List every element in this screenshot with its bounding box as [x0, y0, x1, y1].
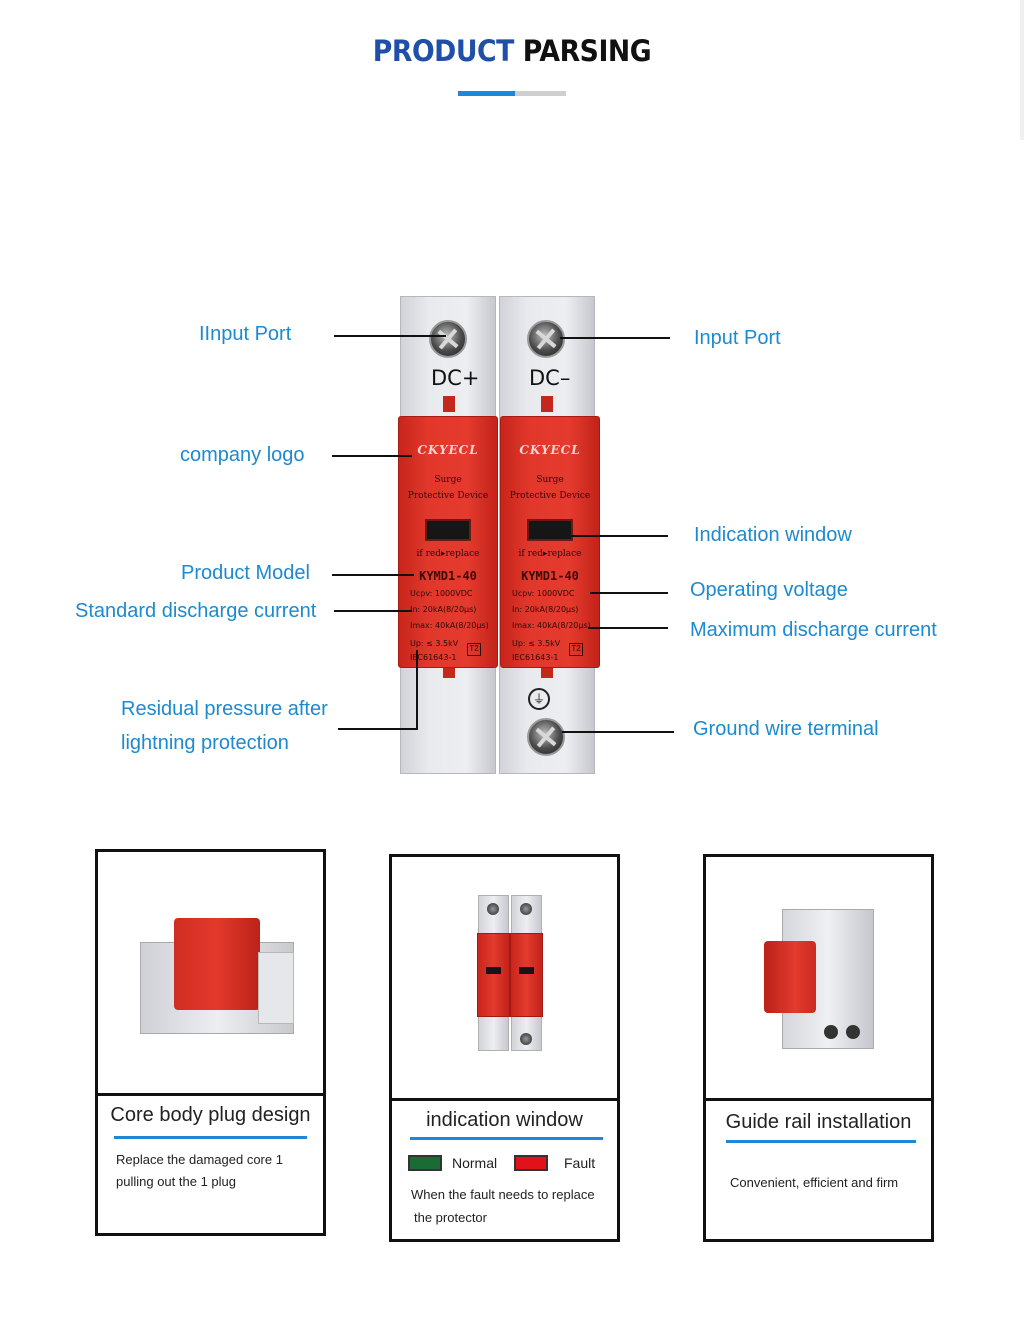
callout-ground-terminal: Ground wire terminal — [693, 718, 879, 740]
spec-standard: IEC61643-1 — [512, 653, 559, 662]
screw-icon — [487, 903, 499, 915]
feature-card-rail-installation: Guide rail installation Convenient, effi… — [703, 854, 934, 1242]
leader-line-vertical — [416, 650, 418, 730]
page-title: PRODUCT PARSING — [41, 34, 983, 68]
red-plug-core — [764, 941, 816, 1013]
screw-icon — [429, 320, 467, 358]
title-parsing: PARSING — [522, 34, 652, 68]
plug-core-right: CKYECL Surge Protective Device if red▸re… — [500, 416, 600, 668]
mount-hole — [824, 1025, 838, 1039]
spec-up: Up: ≤ 3.5kV — [512, 639, 561, 648]
surge-protector-device: DC+ DC– CKYECL Surge Protective Device i… — [398, 296, 600, 774]
mini-device — [477, 895, 543, 1051]
callout-operating-voltage: Operating voltage — [690, 579, 848, 601]
leader-line — [338, 728, 418, 730]
card-image — [98, 852, 323, 1096]
model-number: KYMD1-40 — [419, 569, 477, 583]
card-title-underline — [114, 1136, 307, 1139]
title-underline-accent — [458, 91, 515, 96]
title-underline — [458, 91, 566, 96]
spec-up: Up: ≤ 3.5kV — [410, 639, 459, 648]
callout-company-logo: company logo — [180, 444, 305, 466]
callout-indication-window: Indication window — [694, 524, 852, 546]
mini-window — [519, 967, 534, 974]
replace-hint: if red▸replace — [416, 549, 480, 559]
leader-line — [334, 610, 412, 612]
callout-residual-line1: Residual pressure after — [121, 698, 328, 720]
model-number: KYMD1-40 — [521, 569, 579, 583]
leader-line — [570, 535, 668, 537]
card-title: indication window — [426, 1109, 583, 1131]
leader-line — [560, 337, 670, 339]
spec-in: In: 20kA(8/20μs) — [410, 605, 477, 614]
screw-icon — [520, 903, 532, 915]
edge-shadow — [1020, 0, 1024, 140]
device-side — [258, 952, 294, 1024]
card-text-line2: pulling out the 1 plug — [116, 1174, 236, 1189]
mini-window — [486, 967, 501, 974]
mount-hole — [846, 1025, 860, 1039]
callout-input-port-right: Input Port — [694, 327, 781, 349]
replace-hint: if red▸replace — [518, 549, 582, 559]
type-badge: T2 — [467, 643, 481, 656]
card-title-underline — [726, 1140, 916, 1143]
feature-card-plug-design: Core body plug design Replace the damage… — [95, 849, 326, 1236]
leader-line — [332, 574, 414, 576]
type-badge: T2 — [569, 643, 583, 656]
normal-swatch — [408, 1155, 442, 1171]
legend-normal-label: Normal — [452, 1155, 498, 1171]
spec-standard: IEC61643-1 — [410, 653, 457, 662]
spec-in: In: 20kA(8/20μs) — [512, 605, 579, 614]
card-title-underline — [410, 1137, 603, 1140]
terminal-label-dc-plus: DC+ — [431, 366, 480, 390]
card-text-line2: the protector — [414, 1210, 487, 1225]
card-text-line1: Replace the damaged core 1 — [116, 1152, 283, 1167]
card-text-line1: Convenient, efficient and firm — [730, 1175, 899, 1190]
screw-icon — [520, 1033, 532, 1045]
callout-product-model: Product Model — [181, 562, 310, 584]
spec-imax: Imax: 40kA(8/20μs) — [410, 621, 489, 630]
card-image — [392, 857, 617, 1101]
ground-icon: ⏚ — [528, 688, 550, 710]
screw-icon — [527, 718, 565, 756]
terminal-label-dc-minus: DC– — [529, 366, 571, 390]
leader-line — [562, 731, 674, 733]
card-title: Core body plug design — [110, 1104, 311, 1126]
brand-logo: CKYECL — [417, 443, 479, 457]
leader-line — [334, 335, 446, 337]
leader-line — [588, 627, 668, 629]
label-protective-device: Protective Device — [407, 491, 489, 501]
card-title: Guide rail installation — [725, 1111, 912, 1133]
callout-input-port-left: IInput Port — [199, 323, 292, 345]
module-tab — [443, 668, 455, 678]
leader-line — [332, 455, 412, 457]
card-text-line1: When the fault needs to replace — [411, 1187, 595, 1202]
mini-red-core — [477, 933, 510, 1017]
fault-swatch — [514, 1155, 548, 1171]
brand-logo: CKYECL — [519, 443, 581, 457]
spec-ucpv: Ucpv: 1000VDC — [410, 589, 473, 598]
module-tab — [541, 396, 553, 412]
screw-icon — [527, 320, 565, 358]
callout-max-discharge: Maximum discharge current — [690, 619, 937, 641]
label-surge: Surge — [536, 475, 564, 485]
title-product: PRODUCT — [372, 34, 515, 68]
plug-core-left: CKYECL Surge Protective Device if red▸re… — [398, 416, 498, 668]
module-tab — [443, 396, 455, 412]
feature-card-indication-window: indication window Normal Fault When the … — [389, 854, 620, 1242]
spec-imax: Imax: 40kA(8/20μs) — [512, 621, 591, 630]
red-plug-core — [174, 918, 260, 1010]
callout-residual-line2: lightning protection — [121, 732, 289, 754]
spec-ucpv: Ucpv: 1000VDC — [512, 589, 575, 598]
mini-red-core — [510, 933, 543, 1017]
callout-standard-discharge: Standard discharge current — [75, 600, 317, 622]
indication-window — [527, 519, 573, 541]
indication-window — [425, 519, 471, 541]
leader-line — [590, 592, 668, 594]
legend-fault-label: Fault — [564, 1155, 596, 1171]
label-surge: Surge — [434, 475, 462, 485]
label-protective-device: Protective Device — [509, 491, 591, 501]
module-tab — [541, 668, 553, 678]
card-image — [706, 857, 931, 1101]
